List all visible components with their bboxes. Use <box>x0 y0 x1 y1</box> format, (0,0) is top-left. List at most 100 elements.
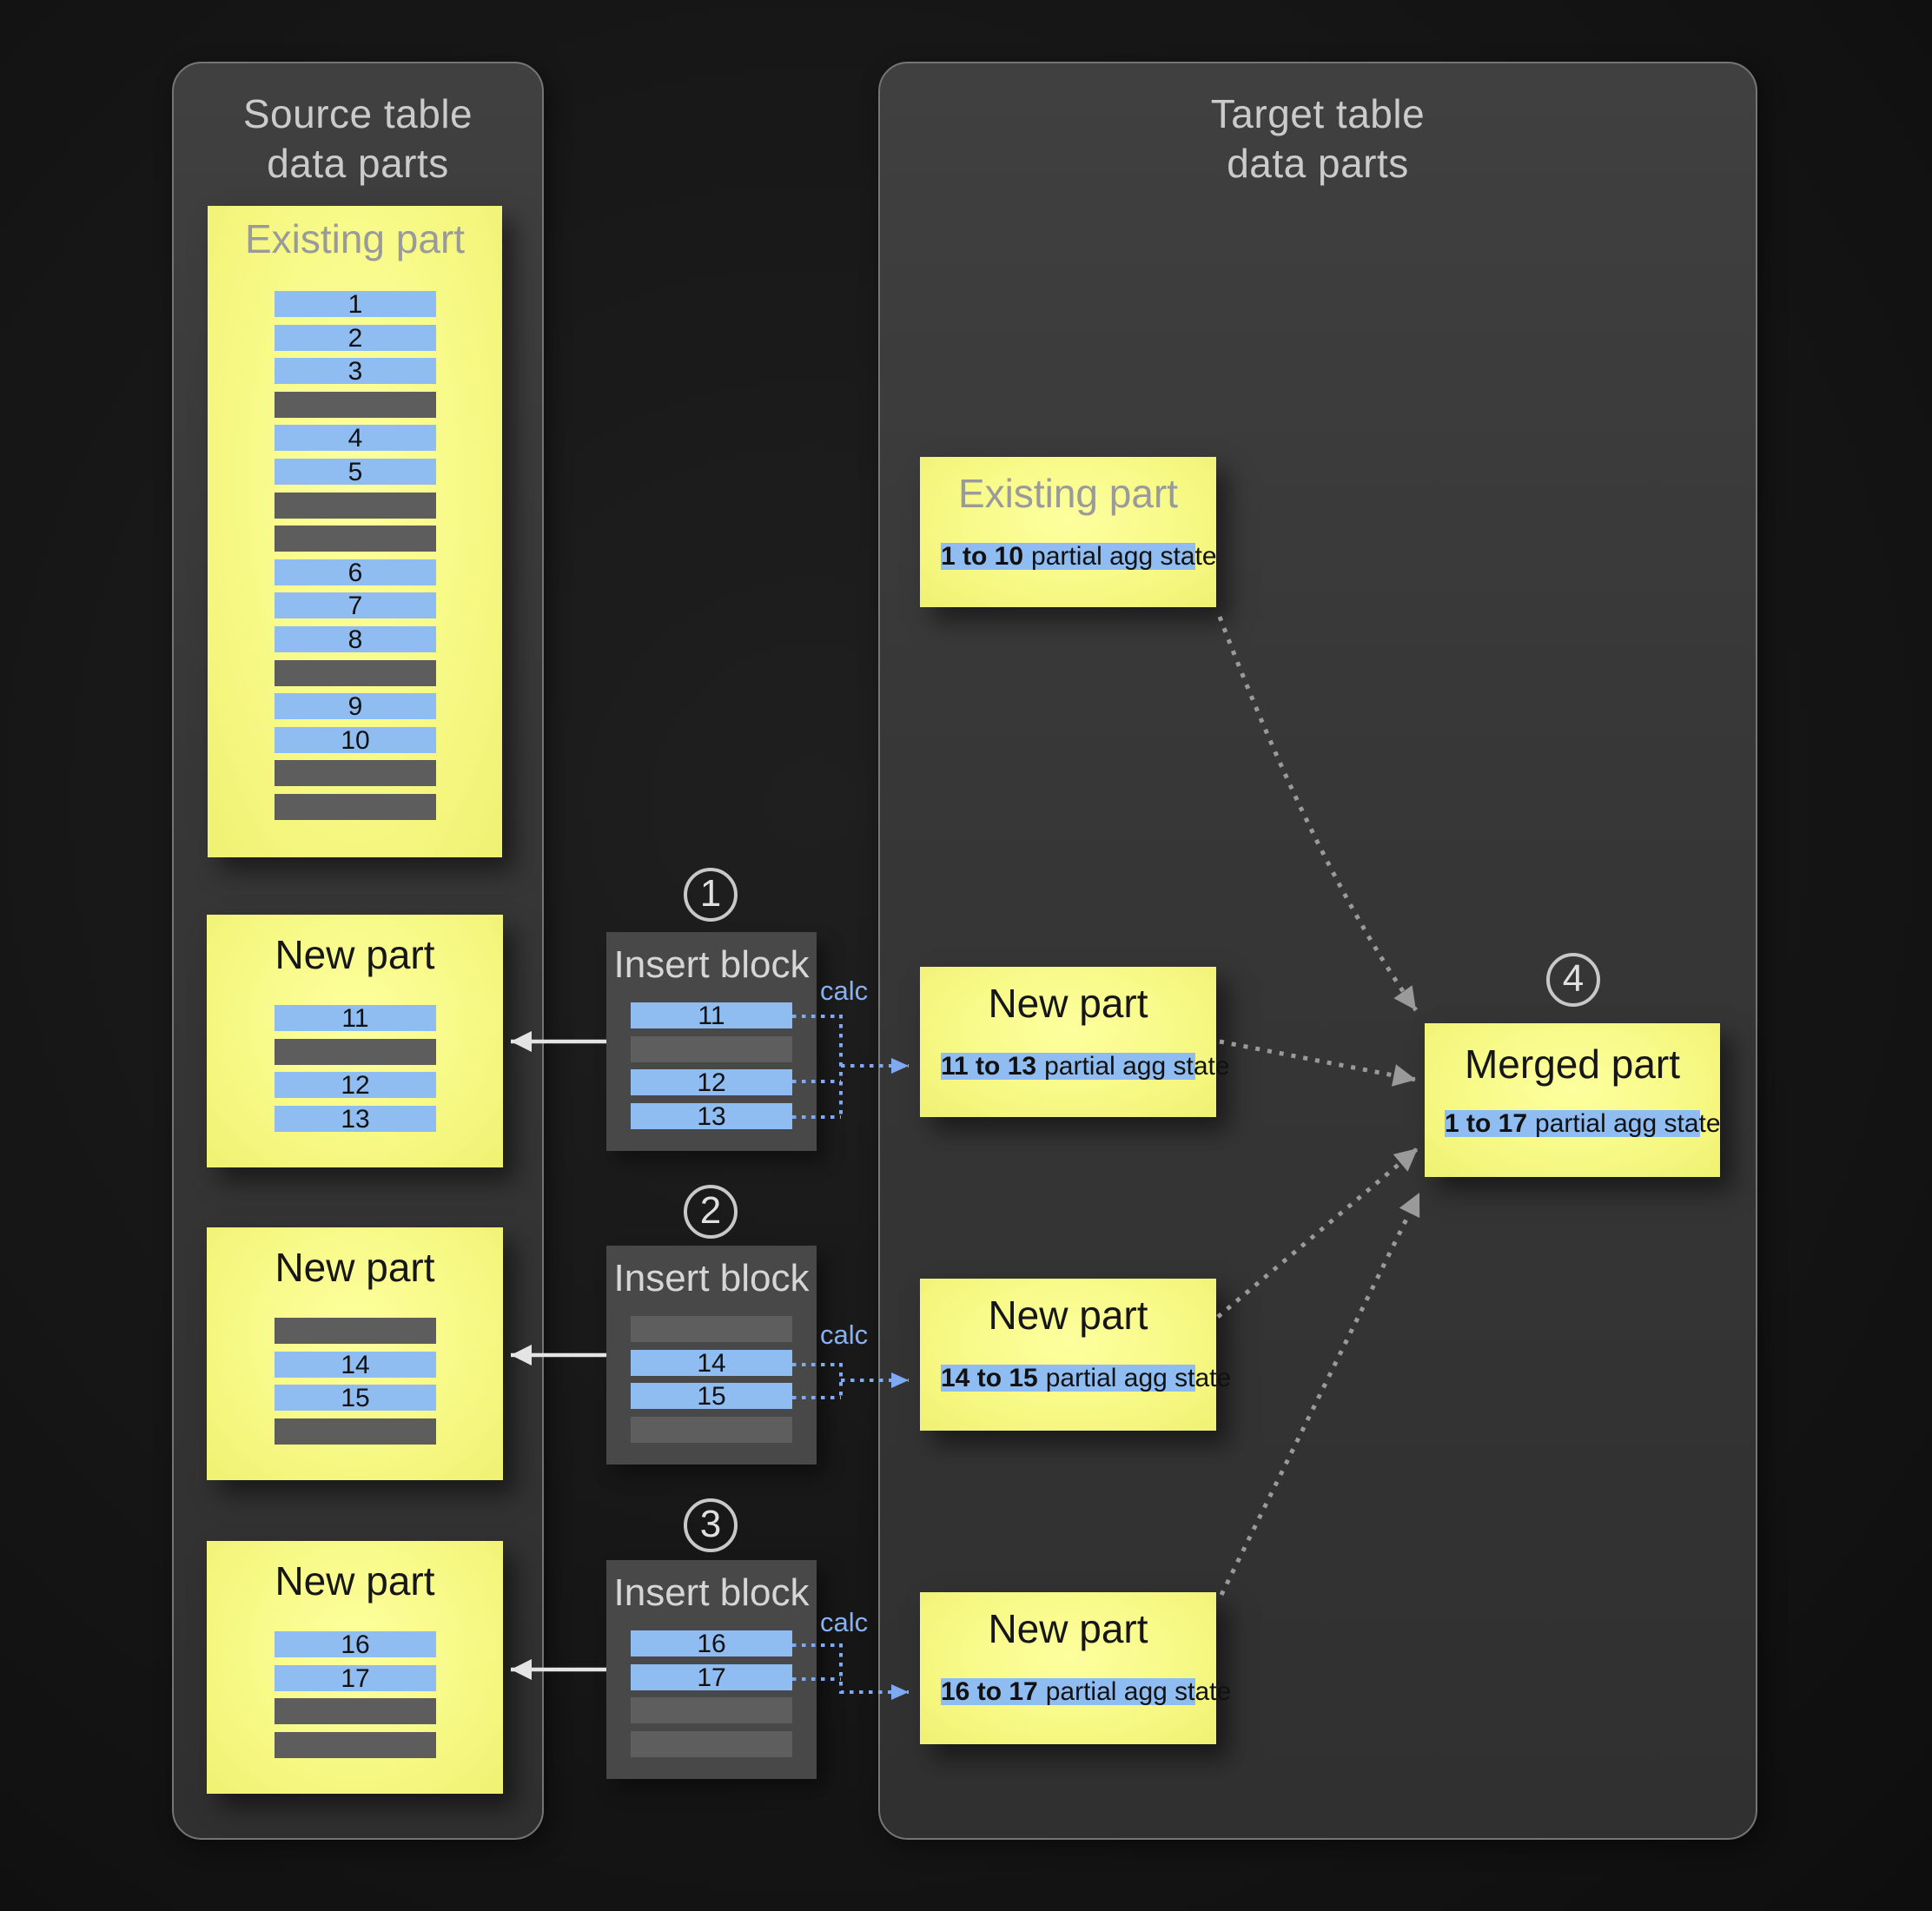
data-row: 13 <box>275 1105 436 1133</box>
empty-row <box>631 1035 792 1062</box>
part-title: New part <box>275 1245 435 1290</box>
empty-row <box>275 1038 436 1065</box>
agg-range: 14 to 15 <box>941 1364 1038 1392</box>
data-row: 6 <box>275 559 436 586</box>
part-title: New part <box>275 1558 435 1604</box>
empty-row <box>631 1316 792 1342</box>
empty-row <box>275 1731 436 1758</box>
data-row: 15 <box>631 1383 792 1410</box>
target-panel-title-line2: data parts <box>1227 141 1409 186</box>
data-row: 1 <box>275 291 436 318</box>
data-row: 10 <box>275 726 436 754</box>
data-row: 14 <box>631 1349 792 1377</box>
data-row: 12 <box>275 1072 436 1099</box>
source-panel-title-line2: data parts <box>267 141 449 186</box>
data-row: 2 <box>275 324 436 352</box>
empty-row <box>275 1698 436 1725</box>
step-1-circle: 1 <box>684 868 738 922</box>
agg-label: partial agg state <box>1045 1677 1232 1706</box>
part-title: Existing part <box>957 471 1179 516</box>
empty-row <box>275 492 436 519</box>
insert-block-title: Insert block <box>613 1571 810 1614</box>
agg-range: 1 to 17 <box>1445 1109 1528 1138</box>
part-title: Existing part <box>244 216 466 261</box>
insert-block-title: Insert block <box>613 1257 810 1299</box>
insert-block-1: Insert block 11 12 13 <box>606 932 817 1151</box>
agg-range: 1 to 10 <box>941 542 1024 571</box>
part-rows: 1 2 3 4 5 6 7 8 9 10 <box>275 291 436 828</box>
source-panel-title-line1: Source table <box>242 91 473 136</box>
source-new-part-1: New part 11 12 13 <box>207 915 503 1167</box>
agg-label: partial agg state <box>1044 1052 1230 1081</box>
agg-label: partial agg state <box>1031 542 1217 571</box>
part-title: Merged part <box>1464 1041 1680 1087</box>
target-panel: Target table data parts <box>878 62 1757 1840</box>
part-title: New part <box>988 1606 1148 1651</box>
data-row: 13 <box>631 1102 792 1130</box>
data-row: 9 <box>275 693 436 720</box>
data-row: 16 <box>275 1631 436 1658</box>
data-row: 14 <box>275 1351 436 1379</box>
empty-row <box>275 760 436 787</box>
data-row: 15 <box>275 1385 436 1412</box>
part-rows: 11 12 13 <box>275 1005 436 1139</box>
calc-label-1: calc <box>820 975 869 1006</box>
part-title: New part <box>988 981 1148 1026</box>
data-row: 17 <box>275 1664 436 1692</box>
empty-row <box>275 659 436 686</box>
target-panel-title-line1: Target table <box>1210 91 1426 136</box>
source-panel-title: Source table data parts <box>174 89 542 188</box>
data-row: 8 <box>275 625 436 653</box>
target-panel-title: Target table data parts <box>880 89 1756 188</box>
data-row: 11 <box>275 1005 436 1032</box>
data-row: 4 <box>275 425 436 452</box>
step-3-circle: 3 <box>684 1498 738 1552</box>
data-row: 12 <box>631 1069 792 1096</box>
empty-row <box>275 1418 436 1445</box>
data-row: 16 <box>631 1630 792 1657</box>
empty-row <box>275 1318 436 1344</box>
agg-label: partial agg state <box>1045 1364 1232 1392</box>
step-4-circle: 4 <box>1546 953 1600 1007</box>
calc-label-2: calc <box>820 1319 869 1350</box>
data-row: 11 <box>631 1002 792 1029</box>
insert-block-title: Insert block <box>613 943 810 986</box>
data-row: 17 <box>631 1663 792 1691</box>
data-row: 3 <box>275 358 436 385</box>
empty-row <box>631 1697 792 1724</box>
empty-row <box>631 1730 792 1757</box>
step-2-circle: 2 <box>684 1185 738 1239</box>
data-row: 7 <box>275 592 436 619</box>
data-row: 5 <box>275 458 436 486</box>
empty-row <box>275 391 436 418</box>
empty-row <box>275 793 436 820</box>
calc-label-3: calc <box>820 1607 869 1637</box>
agg-range: 16 to 17 <box>941 1677 1038 1706</box>
agg-label: partial agg state <box>1535 1109 1721 1138</box>
agg-range: 11 to 13 <box>941 1052 1037 1081</box>
insert-block-rows: 11 12 13 <box>631 1002 792 1136</box>
part-title: New part <box>275 932 435 977</box>
empty-row <box>275 526 436 552</box>
source-existing-part: Existing part 1 2 3 4 5 6 7 8 9 10 <box>208 206 502 857</box>
part-title: New part <box>988 1293 1148 1338</box>
